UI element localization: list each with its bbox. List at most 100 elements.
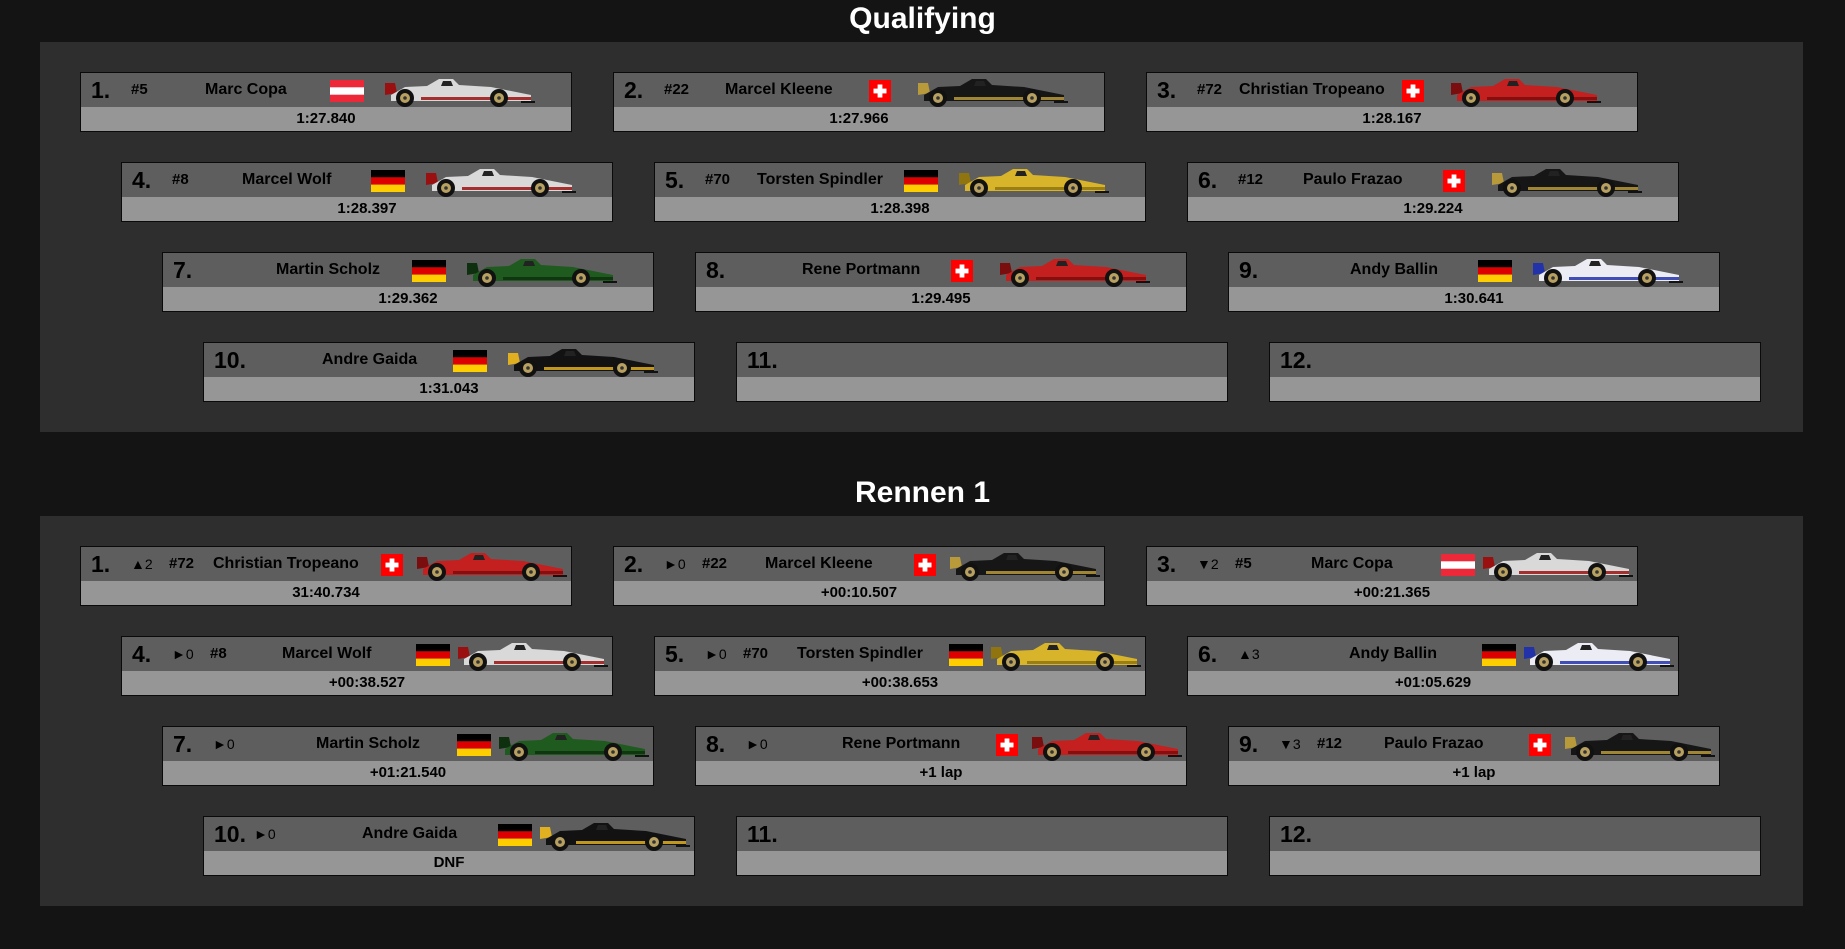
driver-name: Christian Tropeano [213, 555, 359, 572]
result-value: 1:29.362 [163, 287, 653, 311]
flag-germany-icon [416, 644, 450, 666]
race-car-icon [959, 169, 1109, 197]
race-car-icon [991, 643, 1141, 671]
result-value: +01:05.629 [1188, 671, 1678, 695]
position-label: 3. [1157, 551, 1177, 577]
car-number: #22 [702, 555, 728, 572]
flag-germany-icon [371, 170, 405, 192]
position-change: ▲2 [131, 556, 153, 572]
race-car-icon [1492, 169, 1642, 197]
result-value: DNF [204, 851, 694, 875]
car-number: #8 [172, 171, 189, 188]
result-value [1270, 377, 1760, 401]
position-label: 2. [624, 551, 644, 577]
car-number: #5 [131, 81, 148, 98]
position-label: 11. [747, 821, 778, 847]
flag-switzerland-icon [381, 554, 403, 576]
car-number: #8 [210, 645, 227, 662]
flag-germany-icon [949, 644, 983, 666]
car-number: #70 [743, 645, 769, 662]
car-number: #72 [1197, 81, 1223, 98]
result-value [737, 851, 1227, 875]
flag-switzerland-icon [1443, 170, 1465, 192]
driver-name: Martin Scholz [316, 735, 421, 752]
result-value: 1:27.966 [614, 107, 1104, 131]
position-change: ▼2 [1197, 556, 1219, 572]
result-value: 1:27.840 [81, 107, 571, 131]
result-card-header: 9.Andy Ballin [1229, 253, 1719, 287]
result-value: 1:28.398 [655, 197, 1145, 221]
race-car-icon [540, 823, 690, 851]
result-card-header: 12. [1270, 343, 1760, 377]
race-car-icon [467, 259, 617, 287]
position-label: 7. [173, 731, 193, 757]
position-label: 2. [624, 77, 644, 103]
race-car-icon [1524, 643, 1674, 671]
race-car-icon [918, 79, 1068, 107]
driver-name: Marcel Wolf [282, 645, 372, 662]
flag-germany-icon [498, 824, 532, 846]
race-car-icon [426, 169, 576, 197]
driver-name: Paulo Frazao [1384, 735, 1484, 752]
result-value: 1:28.397 [122, 197, 612, 221]
position-label: 7. [173, 257, 193, 283]
result-value: +01:21.540 [163, 761, 653, 785]
driver-name: Christian Tropeano [1239, 81, 1385, 98]
result-value: +00:10.507 [614, 581, 1104, 605]
position-label: 6. [1198, 167, 1218, 193]
position-change: ►0 [705, 646, 727, 662]
result-value: 1:31.043 [204, 377, 694, 401]
race-car-icon [1000, 259, 1150, 287]
race-car-icon [499, 733, 649, 761]
flag-switzerland-icon [1529, 734, 1551, 756]
flag-switzerland-icon [951, 260, 973, 282]
result-value: 1:28.167 [1147, 107, 1637, 131]
result-value: +00:38.527 [122, 671, 612, 695]
flag-germany-icon [453, 350, 487, 372]
result-value [737, 377, 1227, 401]
driver-name: Marc Copa [205, 81, 287, 98]
race-car-icon [1451, 79, 1601, 107]
position-label: 9. [1239, 731, 1259, 757]
result-card-header: 8.Rene Portmann [696, 253, 1186, 287]
driver-name: Andy Ballin [1349, 645, 1438, 662]
driver-name: Andre Gaida [322, 351, 418, 368]
section-title: Rennen 1 [854, 476, 991, 509]
result-value: +1 lap [696, 761, 1186, 785]
car-number: #70 [705, 171, 731, 188]
position-change: ►0 [172, 646, 194, 662]
flag-switzerland-icon [996, 734, 1018, 756]
position-change: ►0 [254, 826, 276, 842]
car-number: #72 [169, 555, 195, 572]
car-number: #12 [1238, 171, 1264, 188]
race-car-icon [385, 79, 535, 107]
driver-name: Rene Portmann [802, 261, 921, 278]
position-change: ▼3 [1279, 736, 1301, 752]
result-card: 11. [736, 342, 1228, 402]
result-card: 12. [1269, 816, 1761, 876]
flag-germany-icon [904, 170, 938, 192]
result-value: +00:21.365 [1147, 581, 1637, 605]
driver-name: Torsten Spindler [797, 645, 923, 662]
race-car-icon [1032, 733, 1182, 761]
driver-name: Marcel Kleene [765, 555, 873, 572]
position-label: 11. [747, 347, 778, 373]
race-car-icon [950, 553, 1100, 581]
race-car-icon [1565, 733, 1715, 761]
race-car-icon [417, 553, 567, 581]
